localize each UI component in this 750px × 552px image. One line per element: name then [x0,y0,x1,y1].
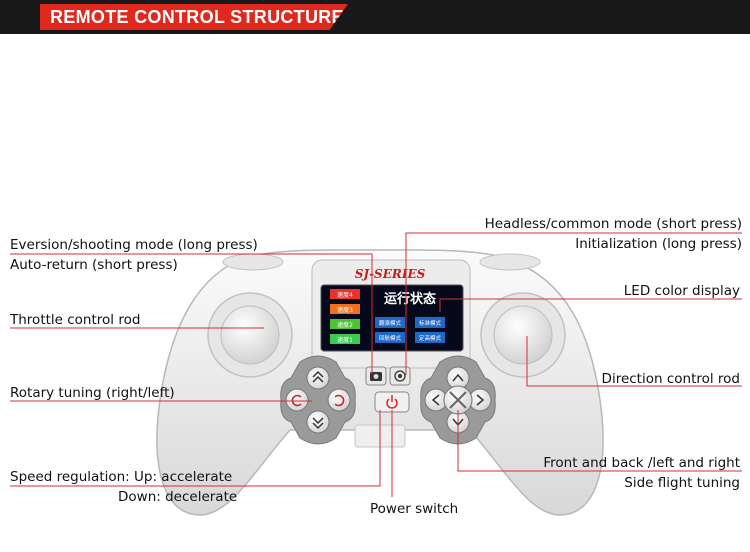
title-banner: REMOTE CONTROL STRUCTURE [40,4,348,30]
label-auto-return: Auto-return (short press) [10,257,178,273]
label-direction: Direction control rod [601,371,740,387]
header-bar: REMOTE CONTROL STRUCTURE [0,0,750,34]
leader-led [439,298,742,312]
rotate-left-button[interactable] [285,388,309,412]
rotate-right-button[interactable] [327,388,351,412]
label-throttle: Throttle control rod [10,312,141,328]
label-init: Initialization (long press) [575,236,742,252]
label-side-flight: Side flight tuning [624,475,740,491]
mode-label: 标准模式 [419,319,442,327]
record-button[interactable] [389,366,411,386]
right-dpad-cluster [420,355,496,445]
leader-direction [526,336,742,387]
brand-logo: SJ-SERIES [355,267,426,281]
label-headless: Headless/common mode (short press) [484,216,742,232]
speed-down-button[interactable] [306,410,330,434]
left-button-cluster [280,355,356,445]
speed-level-label: 速度2 [337,321,353,329]
speed-level-label: 速度3 [337,306,353,314]
record-icon [394,370,406,382]
direction-stick[interactable] [480,292,566,378]
mode-indicators: 翻滚模式 标准模式 回航模式 定高模式 [375,317,445,343]
speed-up-button[interactable] [306,366,330,390]
leader-front-back [457,410,742,472]
mode-label: 定高模式 [419,334,442,342]
left-shoulder-button[interactable] [222,253,284,271]
camera-button[interactable] [365,366,387,386]
leader-speed [10,410,381,487]
speed-level-label: 速度4 [337,291,353,299]
camera-icon [370,372,382,381]
page-title: REMOTE CONTROL STRUCTURE [50,7,344,27]
leader-headless [405,232,742,375]
mode-label: 回航模式 [379,334,402,342]
label-power: Power switch [370,501,459,517]
throttle-stick[interactable] [207,292,293,378]
label-led: LED color display [623,283,740,299]
label-eversion: Eversion/shooting mode (long press) [10,237,258,253]
speed-level-label: 速度1 [337,336,353,344]
lcd-screen: 运行状态 速度4 速度3 速度2 速度1 翻滚模式 标准模式 回航模式 定高模式 [320,284,464,352]
speed-indicators: 速度4 速度3 速度2 速度1 [330,289,360,344]
dpad-center-button[interactable] [443,385,473,415]
leader-lines [10,232,742,497]
label-speed-down: Down: decelerate [118,489,238,505]
mode-label: 翻滚模式 [379,319,402,327]
label-speed-up: Speed regulation: Up: accelerate [10,469,233,485]
right-shoulder-button[interactable] [479,253,541,271]
leader-eversion [10,253,373,374]
label-rotary: Rotary tuning (right/left) [10,385,175,401]
label-front-back: Front and back /left and right [543,455,740,471]
power-icon [386,395,398,409]
dpad-left-button[interactable] [424,388,448,412]
screen-title: 运行状态 [384,291,436,307]
power-button[interactable] [374,391,410,413]
